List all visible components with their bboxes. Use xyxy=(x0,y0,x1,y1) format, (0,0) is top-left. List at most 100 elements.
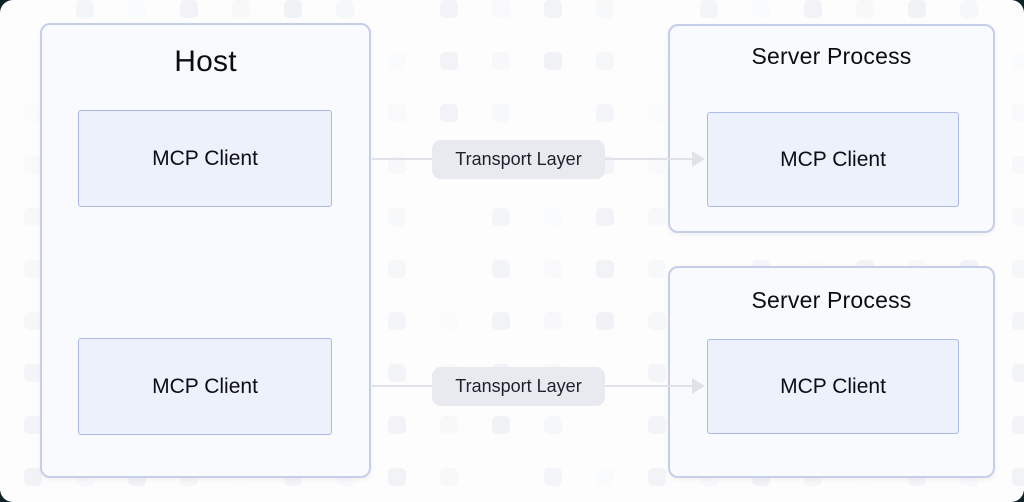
pattern-square xyxy=(284,0,302,18)
connector-line xyxy=(372,158,432,160)
pattern-square xyxy=(648,416,666,434)
pattern-square xyxy=(440,0,458,18)
pattern-square xyxy=(1012,104,1024,122)
pattern-square xyxy=(700,0,718,18)
pattern-square xyxy=(544,468,562,486)
pattern-square xyxy=(388,208,406,226)
pattern-square xyxy=(648,468,666,486)
pattern-square xyxy=(596,416,614,434)
pattern-square xyxy=(544,0,562,18)
pattern-square xyxy=(492,260,510,278)
server-process-box: Server Process MCP Client xyxy=(668,24,995,233)
host-title: Host xyxy=(174,45,237,78)
connector-line xyxy=(372,385,432,387)
pattern-square xyxy=(24,416,42,434)
mcp-client-box: MCP Client xyxy=(78,110,332,207)
pattern-square xyxy=(856,0,874,18)
transport-layer-text: Transport Layer xyxy=(455,376,582,396)
pattern-square xyxy=(180,0,198,18)
pattern-square xyxy=(492,416,510,434)
pattern-square xyxy=(388,312,406,330)
pattern-square xyxy=(1012,312,1024,330)
pattern-square xyxy=(544,208,562,226)
pattern-square xyxy=(1012,156,1024,174)
pattern-square xyxy=(440,260,458,278)
pattern-square xyxy=(24,156,42,174)
pattern-square xyxy=(648,52,666,70)
pattern-square xyxy=(388,156,406,174)
transport-layer-label: Transport Layer xyxy=(432,140,605,179)
transport-layer-text: Transport Layer xyxy=(455,149,582,169)
pattern-square xyxy=(492,208,510,226)
pattern-square xyxy=(596,208,614,226)
pattern-square xyxy=(596,260,614,278)
pattern-square xyxy=(76,0,94,18)
pattern-square xyxy=(492,312,510,330)
pattern-square xyxy=(596,52,614,70)
pattern-square xyxy=(24,52,42,70)
pattern-square xyxy=(648,156,666,174)
pattern-square xyxy=(544,260,562,278)
pattern-square xyxy=(596,0,614,18)
arrow-right-icon xyxy=(692,151,705,167)
pattern-square xyxy=(388,52,406,70)
pattern-square xyxy=(24,260,42,278)
server-process-box: Server Process MCP Client xyxy=(668,266,995,478)
pattern-square xyxy=(388,0,406,18)
pattern-square xyxy=(596,312,614,330)
server-process-title: Server Process xyxy=(751,43,912,69)
pattern-square xyxy=(804,0,822,18)
pattern-square xyxy=(596,468,614,486)
connector-line xyxy=(605,385,693,387)
pattern-square xyxy=(1012,364,1024,382)
pattern-square xyxy=(24,364,42,382)
pattern-square xyxy=(648,208,666,226)
pattern-square xyxy=(1012,416,1024,434)
pattern-square xyxy=(752,0,770,18)
arrow-right-icon xyxy=(692,378,705,394)
pattern-square xyxy=(440,104,458,122)
pattern-square xyxy=(388,260,406,278)
pattern-square xyxy=(544,312,562,330)
host-box: Host MCP Client MCP Client xyxy=(40,23,371,478)
pattern-square xyxy=(388,416,406,434)
pattern-square xyxy=(440,416,458,434)
pattern-square xyxy=(24,312,42,330)
pattern-square xyxy=(648,364,666,382)
mcp-client-box: MCP Client xyxy=(707,112,959,207)
pattern-square xyxy=(440,468,458,486)
pattern-square xyxy=(232,0,250,18)
pattern-square xyxy=(388,468,406,486)
pattern-square xyxy=(388,104,406,122)
pattern-square xyxy=(128,0,146,18)
server-process-title: Server Process xyxy=(751,287,912,313)
pattern-square xyxy=(492,104,510,122)
pattern-square xyxy=(388,364,406,382)
pattern-square xyxy=(492,52,510,70)
pattern-square xyxy=(648,260,666,278)
mcp-client-box: MCP Client xyxy=(78,338,332,435)
pattern-square xyxy=(1012,208,1024,226)
pattern-square xyxy=(544,52,562,70)
transport-layer-label: Transport Layer xyxy=(432,367,605,406)
pattern-square xyxy=(1012,468,1024,486)
mcp-client-label: MCP Client xyxy=(152,374,258,398)
pattern-square xyxy=(544,416,562,434)
pattern-square xyxy=(1012,0,1024,18)
pattern-square xyxy=(440,52,458,70)
pattern-square xyxy=(24,208,42,226)
pattern-square xyxy=(908,0,926,18)
pattern-square xyxy=(336,0,354,18)
pattern-square xyxy=(1012,52,1024,70)
pattern-square xyxy=(648,312,666,330)
pattern-square xyxy=(492,0,510,18)
pattern-square xyxy=(24,468,42,486)
pattern-square xyxy=(960,0,978,18)
connector-line xyxy=(605,158,693,160)
mcp-client-label: MCP Client xyxy=(152,146,258,170)
mcp-client-box: MCP Client xyxy=(707,339,959,434)
mcp-client-label: MCP Client xyxy=(780,147,886,171)
pattern-square xyxy=(1012,260,1024,278)
pattern-square xyxy=(24,104,42,122)
